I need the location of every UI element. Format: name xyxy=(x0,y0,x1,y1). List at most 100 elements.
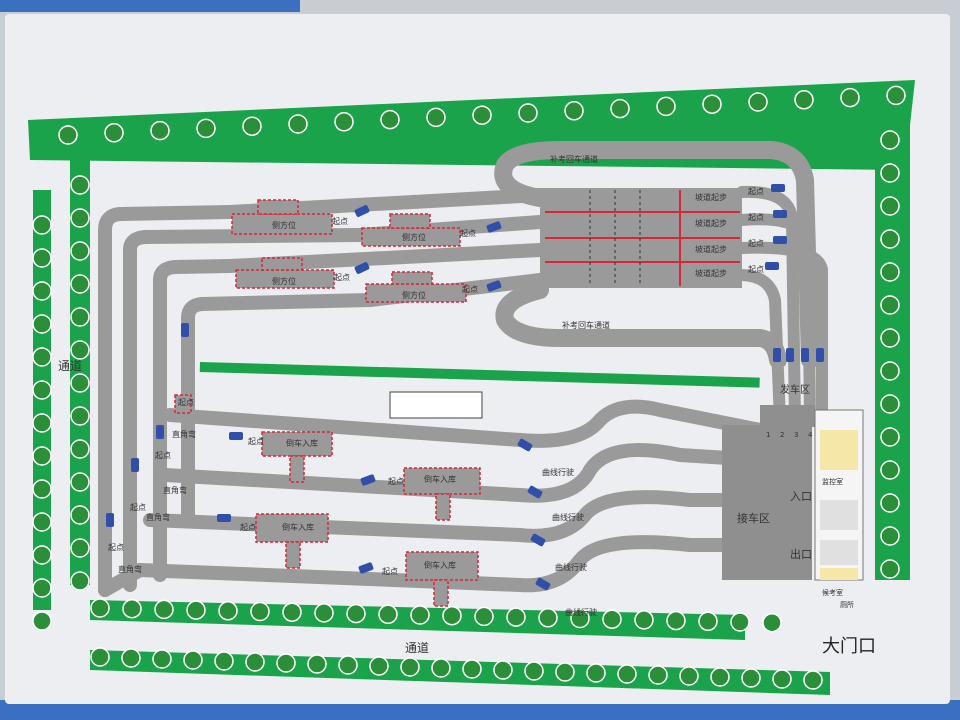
tree-icon xyxy=(32,347,52,367)
tree-icon xyxy=(506,607,526,627)
tree-icon xyxy=(702,94,722,114)
right-angle-start-1: 起点 xyxy=(178,398,194,407)
car-icon xyxy=(181,323,189,337)
tree-icon xyxy=(762,612,782,633)
car-icon xyxy=(229,432,243,440)
curve-label-1: 曲线行驶 xyxy=(542,467,574,477)
tree-icon xyxy=(634,610,654,630)
side-parking-start-2: 起点 xyxy=(460,229,476,238)
car-icon xyxy=(354,262,370,274)
tree-icon xyxy=(880,394,900,414)
right-angle-label-2: 直角弯 xyxy=(163,485,187,495)
tree-icon xyxy=(242,116,262,136)
car-icon xyxy=(517,438,533,452)
car-icon xyxy=(486,221,502,233)
tree-icon xyxy=(70,439,90,459)
exam-hall-block xyxy=(820,540,858,565)
tree-icon xyxy=(666,610,686,631)
side-parking-start-4: 起点 xyxy=(462,285,478,294)
curve-label-2: 曲线行驶 xyxy=(552,512,584,522)
tree-icon xyxy=(538,608,558,628)
tree-icon xyxy=(617,664,637,684)
tree-icon xyxy=(679,666,699,686)
tree-icon xyxy=(880,361,900,381)
tree-icon xyxy=(880,130,900,150)
tree-icon xyxy=(32,578,52,598)
parking-box xyxy=(261,431,333,457)
tree-icon xyxy=(772,669,792,689)
monitor-room-block xyxy=(820,430,858,470)
tree-icon xyxy=(710,667,730,687)
tree-icon xyxy=(70,406,90,426)
tree-icon xyxy=(880,163,900,183)
right-angle-label-3: 直角弯 xyxy=(146,512,170,522)
tree-icon xyxy=(880,526,900,546)
hill-start-markings xyxy=(545,190,740,286)
hill-start-label-4: 坡道起步 xyxy=(695,268,727,278)
parking-box xyxy=(174,394,192,414)
makeup-return-top-label: 补考回车通道 xyxy=(550,154,598,164)
tree-icon xyxy=(70,307,90,327)
tree-icon xyxy=(32,611,52,631)
tree-icon xyxy=(880,493,900,513)
tree-icon xyxy=(154,599,174,620)
car-icon xyxy=(816,348,824,362)
car-icon xyxy=(527,485,543,499)
parking-box xyxy=(255,513,329,543)
tree-icon xyxy=(378,604,398,625)
tree-icon xyxy=(70,538,90,558)
tree-icon xyxy=(214,651,234,671)
tree-icon xyxy=(555,662,575,682)
tree-icon xyxy=(32,512,52,532)
parking-box xyxy=(389,213,431,229)
car-icon xyxy=(354,205,370,217)
tree-icon xyxy=(741,668,761,688)
header-strip xyxy=(0,0,300,12)
parking-box xyxy=(261,257,303,271)
car-icon xyxy=(773,210,787,218)
tree-icon xyxy=(880,559,900,579)
tree-icon xyxy=(186,600,206,620)
toilet-label: 厕所 xyxy=(840,600,854,609)
tree-icon xyxy=(518,103,538,123)
departure-apron xyxy=(760,405,815,427)
tree-icon xyxy=(442,605,462,626)
tree-icon xyxy=(288,114,308,134)
tree-icon xyxy=(462,659,482,679)
tree-icon xyxy=(564,101,584,121)
right-angle-start-3: 起点 xyxy=(130,503,146,512)
reverse-parking-start-4: 起点 xyxy=(382,567,398,576)
car-icon xyxy=(773,236,787,244)
tree-row xyxy=(32,85,906,690)
tree-icon xyxy=(880,460,900,480)
parking-box xyxy=(257,199,299,215)
side-parking-label-2: 侧方位 xyxy=(402,232,426,242)
hill-start-start-2: 起点 xyxy=(748,213,764,222)
tree-icon xyxy=(610,98,630,119)
car-icon xyxy=(106,513,114,527)
center-building xyxy=(389,391,483,419)
parking-box xyxy=(361,227,461,247)
tree-icon xyxy=(369,656,389,676)
tree-icon xyxy=(150,120,170,141)
parking-box xyxy=(435,493,451,521)
tree-icon xyxy=(32,413,52,433)
tree-icon xyxy=(70,571,90,591)
car-icon xyxy=(358,562,374,574)
car-icon xyxy=(765,262,779,270)
reverse-parking-start-3: 起点 xyxy=(240,523,256,532)
waiting-room-label: 候考室 xyxy=(822,588,843,597)
side-parking-label-1: 侧方位 xyxy=(272,220,296,230)
footer-strip xyxy=(0,700,960,720)
tree-icon xyxy=(122,598,142,619)
reverse-parking-label-1: 倒车入库 xyxy=(286,438,318,448)
lane-number-4: 4 xyxy=(808,431,813,439)
car-icon xyxy=(771,184,785,192)
car-icon xyxy=(360,474,376,486)
parking-box xyxy=(391,271,433,285)
tree-icon xyxy=(698,611,718,632)
tree-icon xyxy=(32,545,52,565)
main-gate-label: 大门口 xyxy=(822,636,876,657)
cars xyxy=(106,184,824,591)
reverse-parking-label-4: 倒车入库 xyxy=(424,560,456,570)
